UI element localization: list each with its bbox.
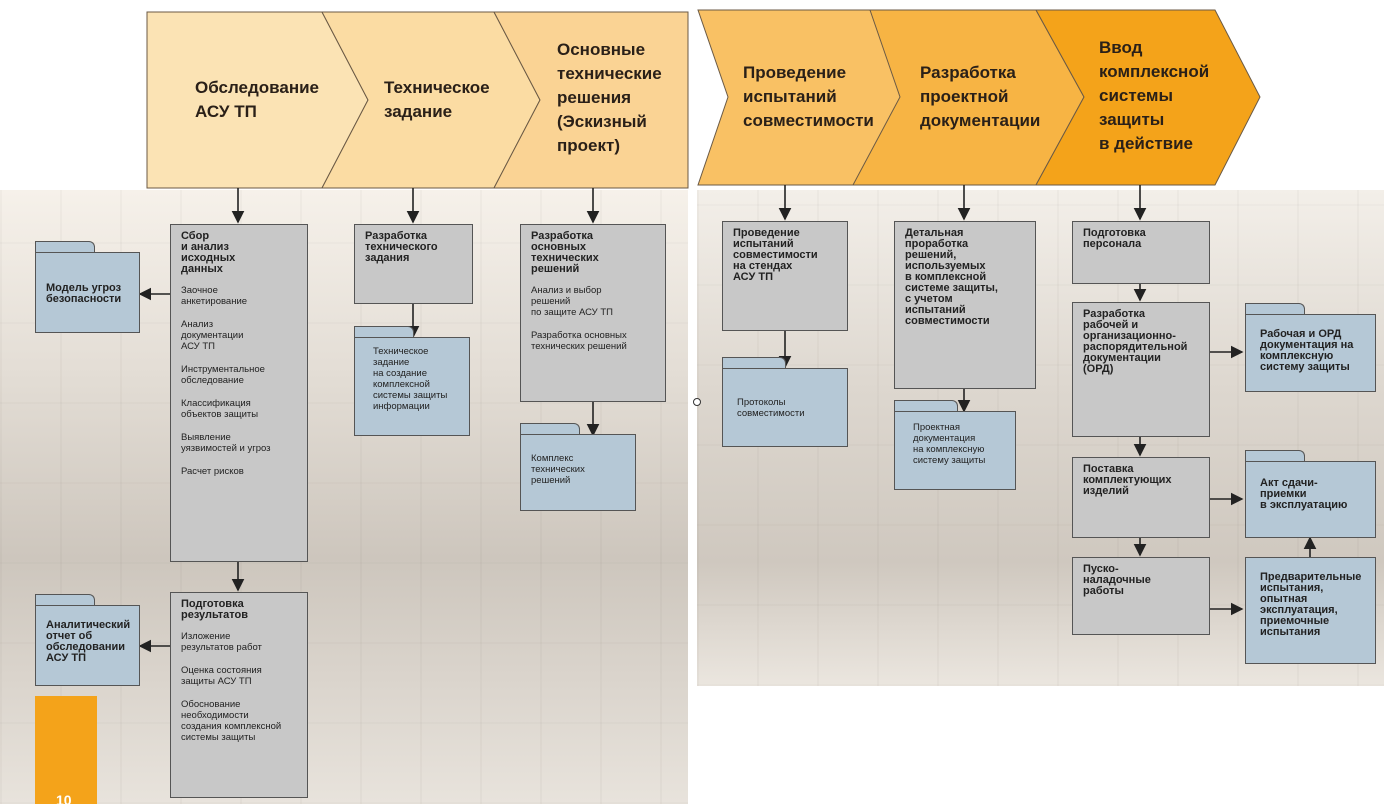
box-data-collection-title: Сбор и анализ исходных данных — [181, 230, 236, 275]
box-ord: Разработка рабочей и организационно- рас… — [1072, 302, 1210, 437]
marker-dot — [693, 398, 701, 406]
folder-preliminary-tests: Предварительные испытания, опытная экспл… — [1245, 557, 1376, 664]
folder-tz-document: Техническое задание на создание комплекс… — [354, 326, 470, 436]
solutions-item: Разработка основных технических решений — [531, 330, 627, 352]
box-commissioning-title: Пуско- наладочные работы — [1083, 563, 1151, 597]
stage-label-commissioning: Ввод комплексной системы защиты в действ… — [1099, 38, 1210, 153]
folder-protocols: Протоколы совместимости — [722, 357, 848, 447]
folder-threat-model-label: Модель угроз безопасности — [35, 252, 140, 333]
box-results: Подготовка результатов Изложение результ… — [170, 592, 308, 798]
folder-analytic-report-label: Аналитический отчет об обследовании АСУ … — [35, 605, 140, 686]
box-detailed-design-title: Детальная проработка решений, используем… — [905, 227, 998, 327]
folder-tz-document-label: Техническое задание на создание комплекс… — [354, 337, 470, 436]
box-data-collection: Сбор и анализ исходных данных Заочное ан… — [170, 224, 308, 562]
survey-item: Выявление уязвимостей и угроз — [181, 432, 271, 454]
stage-label-tz: Техническое задание — [384, 78, 490, 121]
survey-item: Инструментальное обследование — [181, 364, 265, 386]
stage-label-survey: Обследование АСУ ТП — [195, 78, 320, 121]
page-number: 10 — [56, 792, 72, 808]
folder-acceptance-act-label: Акт сдачи- приемки в эксплуатацию — [1245, 461, 1376, 538]
survey-item: Классификация объектов защиты — [181, 398, 259, 420]
stage-chevron-6 — [1035, 9, 1261, 186]
results-item: Обоснование необходимости создания компл… — [181, 699, 282, 743]
box-solutions: Разработка основных технических решений … — [520, 224, 666, 402]
box-commissioning: Пуско- наладочные работы — [1072, 557, 1210, 635]
solutions-item: Анализ и выбор решений по защите АСУ ТП — [531, 285, 613, 318]
box-results-title: Подготовка результатов — [181, 598, 249, 621]
page-corner-tab — [35, 696, 97, 804]
results-item: Оценка состояния защиты АСУ ТП — [181, 665, 262, 687]
box-training: Подготовка персонала — [1072, 221, 1210, 284]
box-supply-title: Поставка комплектующих изделий — [1083, 463, 1172, 497]
folder-working-ord-label: Рабочая и ОРД документация на комплексну… — [1245, 314, 1376, 392]
box-testing-title: Проведение испытаний совместимости на ст… — [733, 227, 818, 283]
box-ord-title: Разработка рабочей и организационно- рас… — [1083, 308, 1188, 375]
stage-chevrons — [146, 9, 1261, 189]
box-tz-development-title: Разработка технического задания — [365, 230, 438, 264]
box-tz-development: Разработка технического задания — [354, 224, 473, 304]
stage-label-testing: Проведение испытаний совместимости — [743, 63, 874, 130]
results-item: Изложение результатов работ — [181, 631, 262, 653]
folder-tech-complex: Комплекс технических решений — [520, 423, 636, 511]
folder-project-doc: Проектная документация на комплексную си… — [894, 400, 1016, 490]
stage-label-solutions: Основные технические решения (Эскизный п… — [557, 40, 662, 155]
box-testing: Проведение испытаний совместимости на ст… — [722, 221, 848, 331]
folder-preliminary-tests-label: Предварительные испытания, опытная экспл… — [1245, 557, 1376, 664]
folder-threat-model: Модель угроз безопасности — [35, 241, 140, 333]
box-detailed-design: Детальная проработка решений, используем… — [894, 221, 1036, 389]
box-solutions-title: Разработка основных технических решений — [531, 230, 599, 275]
folder-analytic-report: Аналитический отчет об обследовании АСУ … — [35, 594, 140, 686]
stage-label-design: Разработка проектной документации — [920, 63, 1041, 130]
box-supply: Поставка комплектующих изделий — [1072, 457, 1210, 538]
survey-item: Расчет рисков — [181, 466, 244, 477]
folder-working-ord: Рабочая и ОРД документация на комплексну… — [1245, 303, 1376, 392]
folder-tech-complex-label: Комплекс технических решений — [520, 434, 636, 511]
folder-acceptance-act: Акт сдачи- приемки в эксплуатацию — [1245, 450, 1376, 538]
folder-protocols-label: Протоколы совместимости — [722, 368, 848, 447]
box-training-title: Подготовка персонала — [1083, 227, 1146, 250]
survey-item: Анализ документации АСУ ТП — [181, 319, 244, 352]
stage-chevron-3 — [493, 11, 689, 189]
folder-project-doc-label: Проектная документация на комплексную си… — [894, 411, 1016, 490]
survey-item: Заочное анкетирование — [181, 285, 248, 307]
